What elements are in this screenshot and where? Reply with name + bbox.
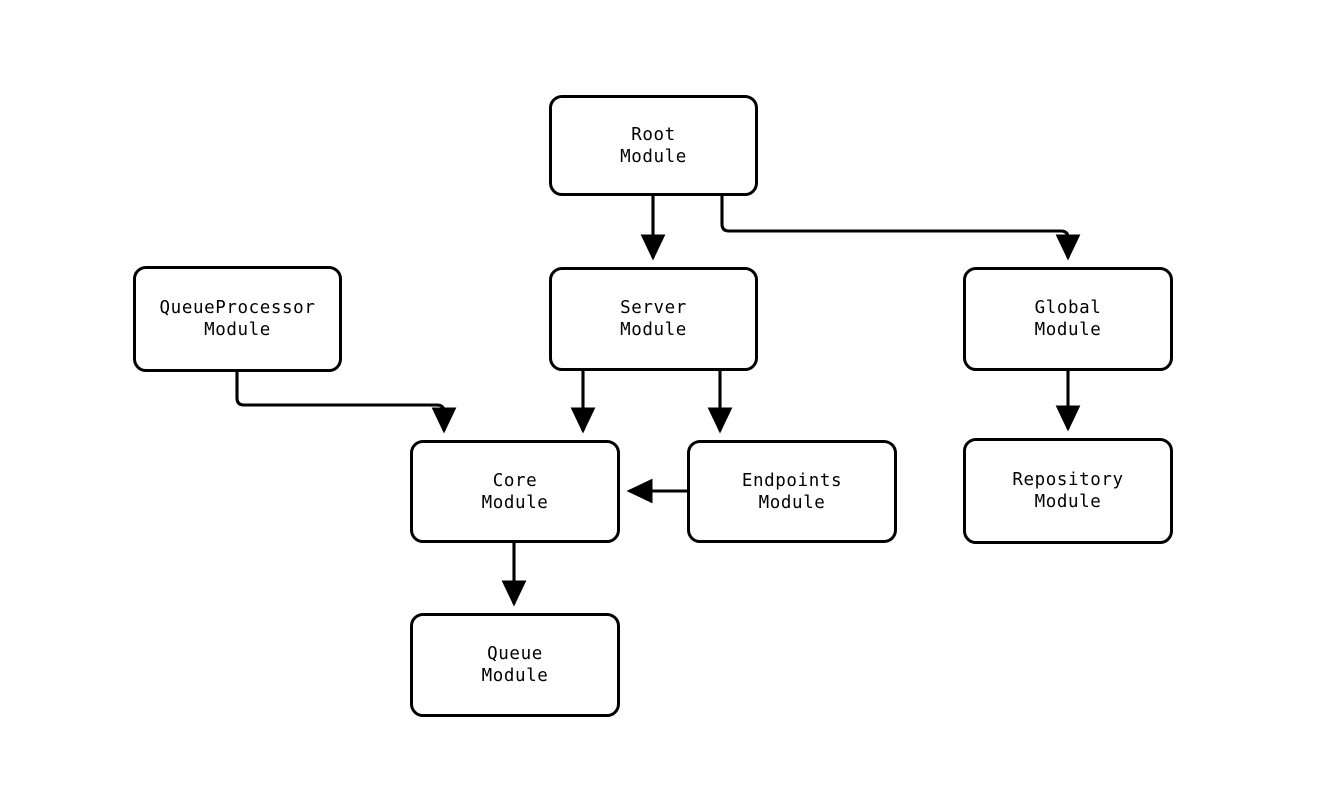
edge-root-to-global	[720, 196, 1081, 261]
node-label-line-2: Module	[620, 146, 687, 167]
node-endpoints-module[interactable]: Endpoints Module	[687, 440, 897, 543]
node-queue-module[interactable]: Queue Module	[410, 613, 620, 717]
edge-queueprocessor-to-core	[235, 372, 457, 434]
node-label-line-1: Queue	[487, 644, 543, 664]
node-label-line-1: Server	[620, 298, 687, 318]
node-label-line-2: Module	[204, 320, 271, 340]
node-label-line-1: QueueProcessor	[159, 298, 316, 318]
node-label-line-1: Repository	[1012, 470, 1124, 490]
node-label-line-1: Endpoints	[741, 470, 843, 491]
node-label-line-1: Core	[492, 470, 538, 491]
node-queueprocessor-module[interactable]: QueueProcessor Module	[133, 266, 342, 372]
node-global-module[interactable]: Global Module	[963, 267, 1173, 371]
node-label-line-1: Root	[631, 124, 676, 145]
node-label-line-2: Module	[1034, 492, 1102, 512]
node-server-module[interactable]: Server Module	[549, 267, 758, 371]
node-core-module[interactable]: Core Module	[410, 440, 620, 543]
node-label-line-2: Module	[620, 320, 687, 340]
node-label-line-1: Global	[1034, 298, 1102, 318]
node-label-line-2: Module	[481, 666, 549, 686]
node-label-line-2: Module	[481, 492, 549, 513]
node-label-line-2: Module	[1034, 320, 1102, 340]
node-repository-module[interactable]: Repository Module	[963, 438, 1173, 544]
node-label-line-2: Module	[758, 492, 826, 513]
node-root-module[interactable]: Root Module	[549, 95, 758, 196]
